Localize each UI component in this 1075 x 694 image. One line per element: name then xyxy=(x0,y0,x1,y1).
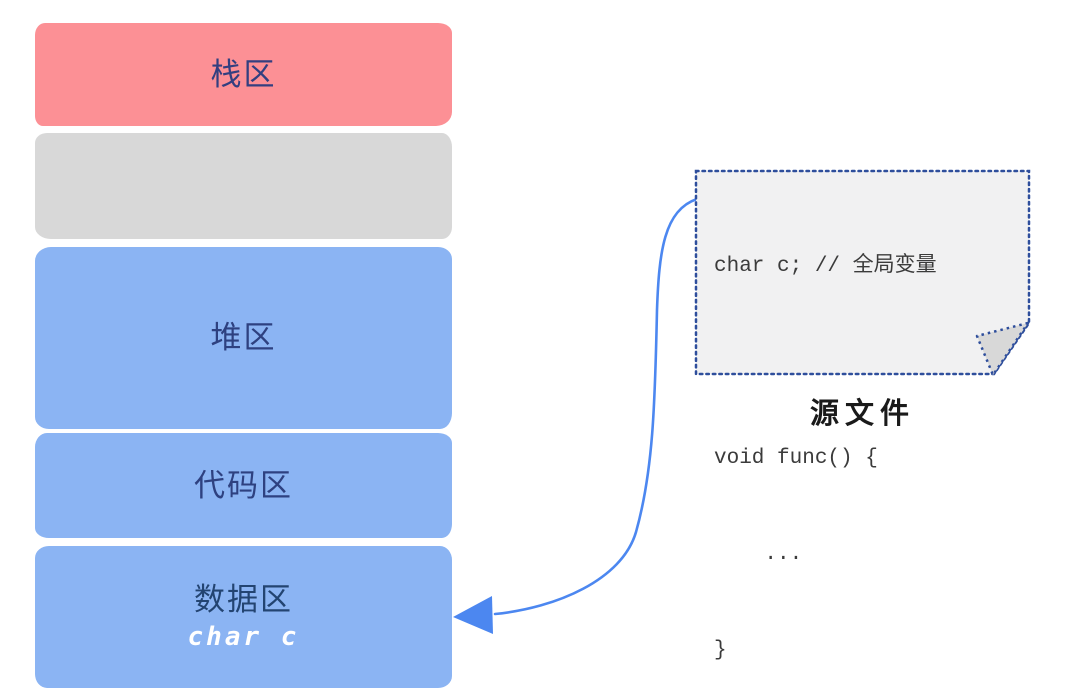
folded-corner-icon xyxy=(975,321,1030,377)
memory-region-stack: 栈区 xyxy=(35,23,452,126)
code-line xyxy=(714,347,937,379)
region-label-code: 代码区 xyxy=(194,467,293,503)
region-label-data: 数据区 xyxy=(194,581,293,617)
memory-region-heap: 堆区 xyxy=(35,247,452,429)
pointer-arrowhead-icon xyxy=(453,596,493,634)
pointer-arrow-line xyxy=(493,197,699,616)
memory-region-data: 数据区 char c xyxy=(35,546,452,688)
region-label-stack: 栈区 xyxy=(210,56,277,92)
code-line: void func() { xyxy=(714,447,878,470)
code-line: ... xyxy=(714,543,803,566)
region-sublabel-char-c: char c xyxy=(187,622,300,653)
memory-region-code: 代码区 xyxy=(35,433,452,538)
memory-region-reserved xyxy=(35,133,452,239)
region-label-heap: 堆区 xyxy=(210,320,277,356)
source-code-block: char c; // 全局变量 void func() { ... } xyxy=(714,187,937,694)
code-line: char c; // 全局变量 xyxy=(714,255,937,278)
code-line: } xyxy=(714,639,727,662)
source-file-caption: 源文件 xyxy=(809,398,915,430)
